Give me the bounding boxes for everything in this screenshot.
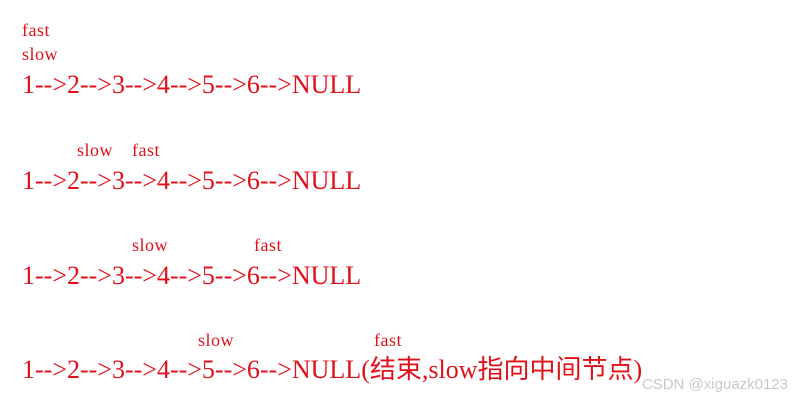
- linked-list-line: 1-->2-->3-->4-->5-->6-->NULL: [22, 70, 362, 99]
- fast-pointer-label: fast: [374, 330, 402, 350]
- slow-pointer-label: slow: [22, 44, 59, 64]
- slow-pointer-label: slow: [198, 330, 235, 350]
- fast-pointer-label: fast: [22, 20, 50, 40]
- fast-pointer-label: fast: [254, 235, 282, 255]
- csdn-watermark: CSDN @xiguazk0123: [641, 376, 788, 393]
- linked-list-line: 1-->2-->3-->4-->5-->6-->NULL: [22, 261, 362, 290]
- slow-pointer-label: slow: [132, 235, 169, 255]
- linked-list-line: 1-->2-->3-->4-->5-->6-->NULL(结束,slow指向中间…: [22, 355, 643, 384]
- slow-pointer-label: slow: [77, 140, 114, 160]
- fast-pointer-label: fast: [132, 140, 160, 160]
- linked-list-line: 1-->2-->3-->4-->5-->6-->NULL: [22, 166, 362, 195]
